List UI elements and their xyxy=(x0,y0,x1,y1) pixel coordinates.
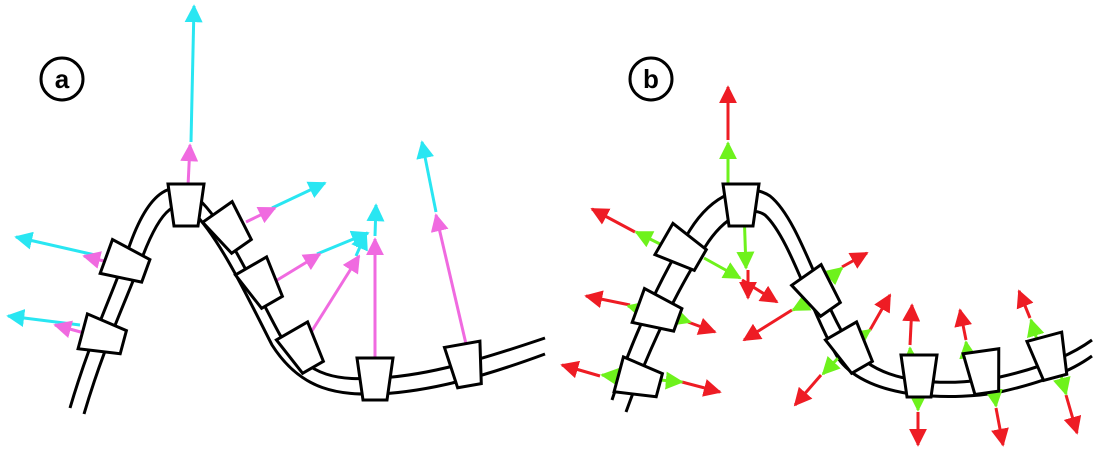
panel-b-tube xyxy=(610,188,1093,413)
block xyxy=(442,339,483,390)
panel-a-blocks xyxy=(76,182,483,402)
block xyxy=(274,319,326,376)
block xyxy=(630,286,684,333)
svg-text:a: a xyxy=(55,64,70,94)
block xyxy=(233,254,285,311)
block xyxy=(1024,330,1069,383)
panel-b: b xyxy=(560,56,1093,447)
block xyxy=(899,353,939,399)
block xyxy=(721,182,761,228)
block xyxy=(76,311,129,356)
panel-b-red-arrows xyxy=(560,85,1082,447)
panel-b-blocks xyxy=(612,182,1069,399)
block xyxy=(652,221,709,273)
block xyxy=(961,346,1001,397)
block xyxy=(98,237,152,284)
block xyxy=(200,199,254,256)
panel-a: a xyxy=(6,4,546,415)
panel-b-label: b xyxy=(628,56,674,102)
block xyxy=(789,262,843,319)
panel-a-label: a xyxy=(39,56,85,102)
block xyxy=(166,182,206,228)
panel-a-pink-arrows xyxy=(53,143,468,358)
block xyxy=(823,319,875,376)
panel-a-cyan-arrows xyxy=(6,4,438,327)
block xyxy=(612,354,665,399)
svg-text:b: b xyxy=(643,64,659,94)
block xyxy=(355,356,395,402)
